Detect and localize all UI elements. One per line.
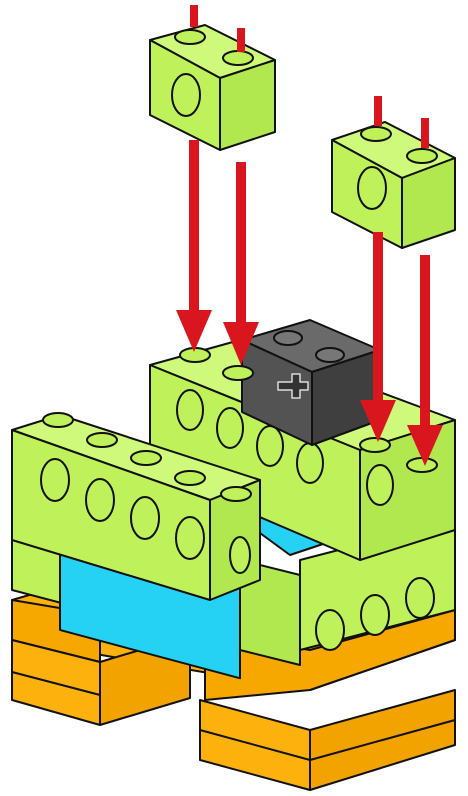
new-technic-brick-1 <box>149 24 276 151</box>
arrow-4 <box>407 255 443 466</box>
brick2-side <box>401 157 456 249</box>
brick1-hole <box>171 73 201 117</box>
arrow-stub-3 <box>374 96 382 126</box>
arrow-stub-4 <box>421 118 429 148</box>
arrow-stub-1 <box>190 5 198 27</box>
right-beam-holes <box>315 577 435 651</box>
new-technic-brick-2 <box>331 121 456 249</box>
base-leg-left-seam <box>11 671 101 696</box>
brick1-stud-2 <box>222 50 254 66</box>
brick1-side <box>219 59 276 151</box>
placement-arrows <box>176 5 443 466</box>
brick2-stud-1 <box>360 126 392 142</box>
arrow-1 <box>176 140 212 352</box>
brick2-stud-2 <box>406 148 438 164</box>
arrow-3 <box>360 232 396 442</box>
axle-hole-icon <box>277 373 309 399</box>
front-lime-beam <box>11 412 261 601</box>
arrow-2 <box>223 162 259 365</box>
arrow-stub-2 <box>237 28 245 52</box>
gray-stud-1 <box>273 330 303 346</box>
back-beam-studs <box>179 347 438 473</box>
front-beam-holes <box>40 458 251 574</box>
brick1-stud-1 <box>174 29 206 45</box>
front-beam-studs <box>42 412 252 502</box>
brick2-hole <box>357 166 387 210</box>
base-leg-right-seam-side <box>309 719 456 761</box>
gray-stud-2 <box>315 347 345 363</box>
gray-axle-brick <box>241 319 381 446</box>
lower-beam-right-front <box>239 559 301 666</box>
base-leg-right-seam <box>199 729 311 761</box>
